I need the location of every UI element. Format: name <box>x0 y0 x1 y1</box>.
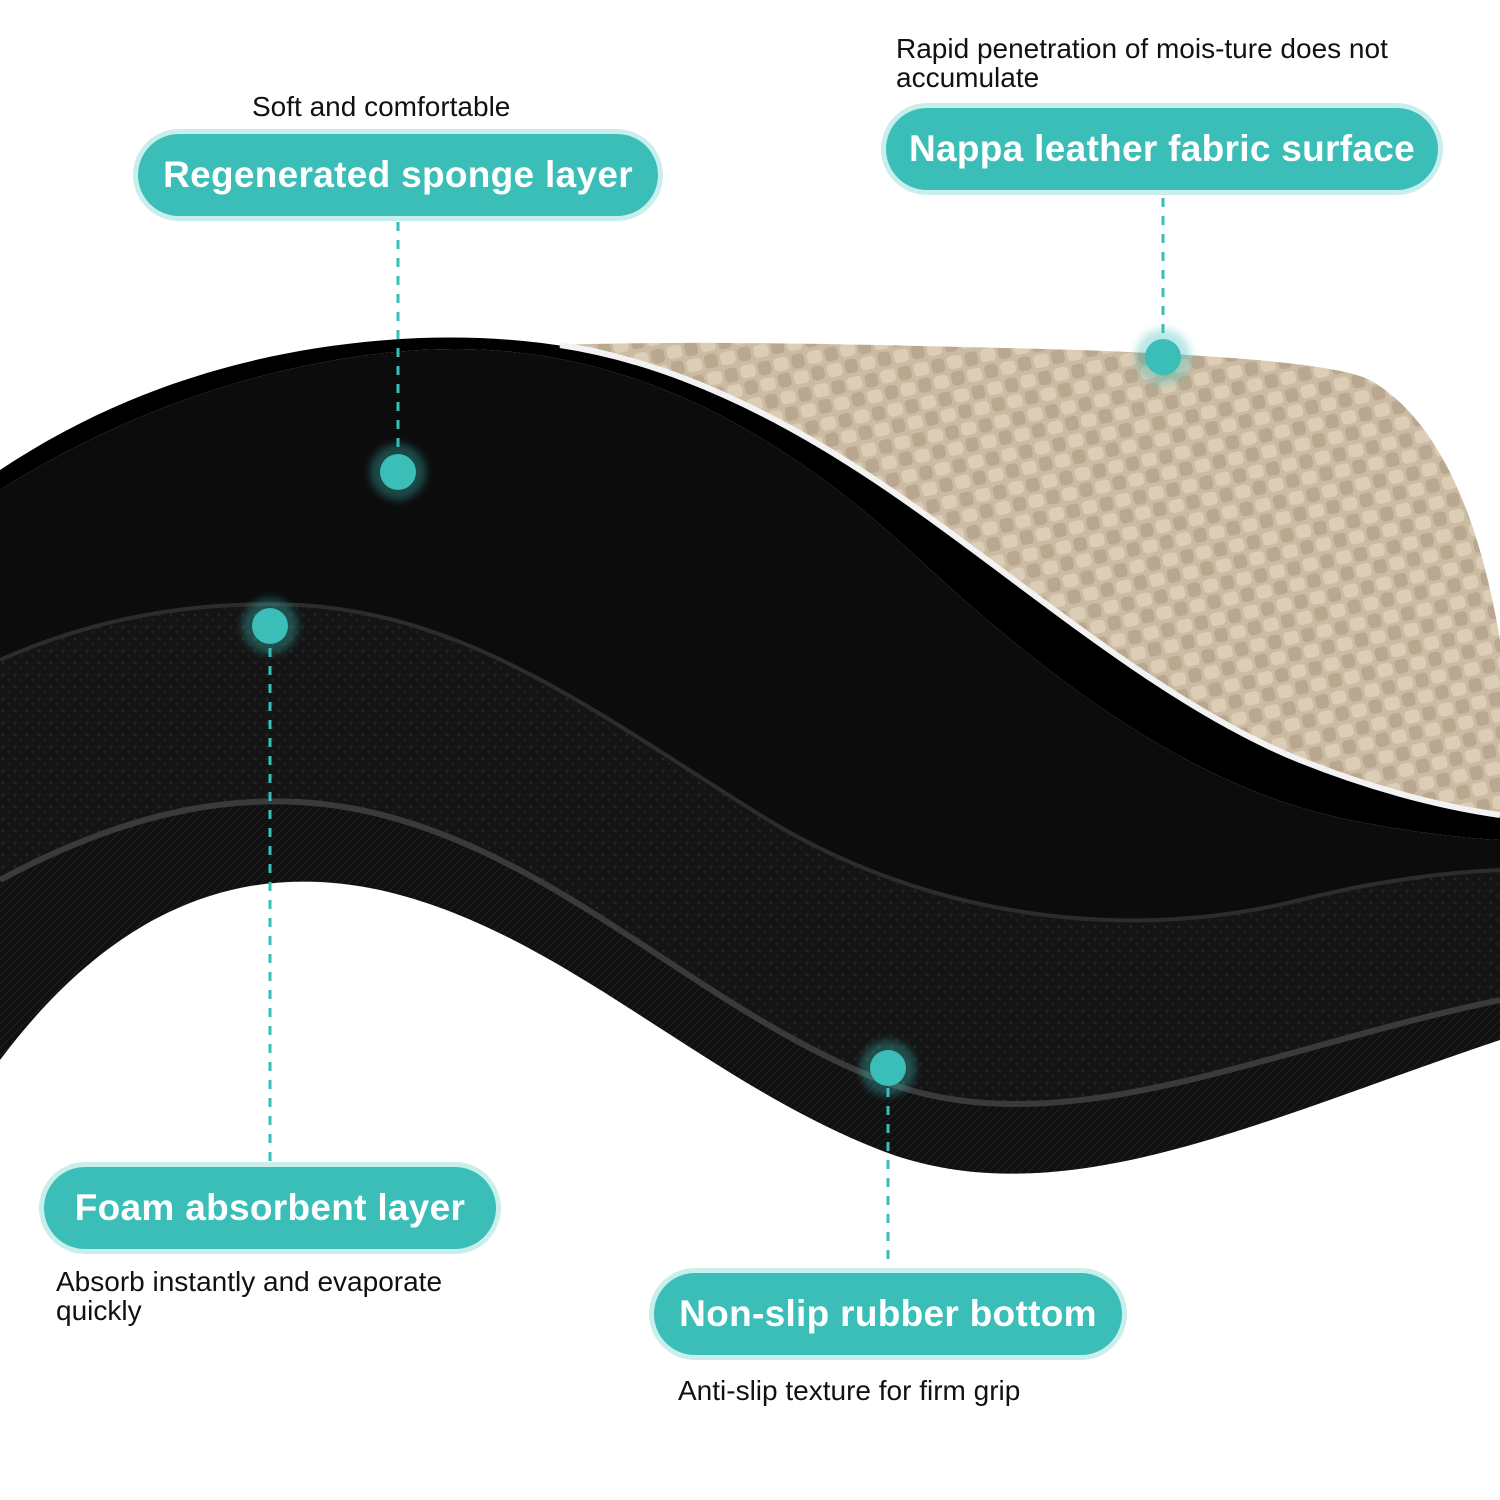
foam-edge-highlight <box>0 798 1500 1108</box>
nappa-caption: Rapid penetration of mois-ture does not … <box>896 33 1388 93</box>
top-rim-layer <box>0 337 1500 840</box>
sponge-label-pill: Regenerated sponge layer <box>138 134 658 216</box>
rubber-bottom-layer <box>0 788 1500 1500</box>
fabric-white-edge <box>559 342 1500 818</box>
nappa-label-pill: Nappa leather fabric surface <box>886 108 1438 190</box>
rubber-bottom-body <box>0 801 1500 1174</box>
sponge-caption: Soft and comfortable <box>252 91 511 122</box>
nappa-fabric-surface <box>560 342 1500 815</box>
foam-marker-dot <box>242 598 298 654</box>
foam-caption: Absorb instantly and evaporate quickly <box>56 1266 443 1326</box>
rubber-label-pill: Non-slip rubber bottom <box>654 1273 1122 1355</box>
sponge-marker-dot <box>370 444 426 500</box>
foam-label-pill: Foam absorbent layer <box>44 1167 496 1249</box>
sponge-edge-highlight <box>0 602 1500 923</box>
foam-absorbent-layer <box>0 589 1500 1105</box>
nappa-marker-dot <box>1135 329 1191 385</box>
rubber-marker-dot <box>860 1040 916 1096</box>
rubber-caption: Anti-slip texture for firm grip <box>678 1375 1021 1406</box>
regenerated-sponge-layer <box>0 348 1500 921</box>
